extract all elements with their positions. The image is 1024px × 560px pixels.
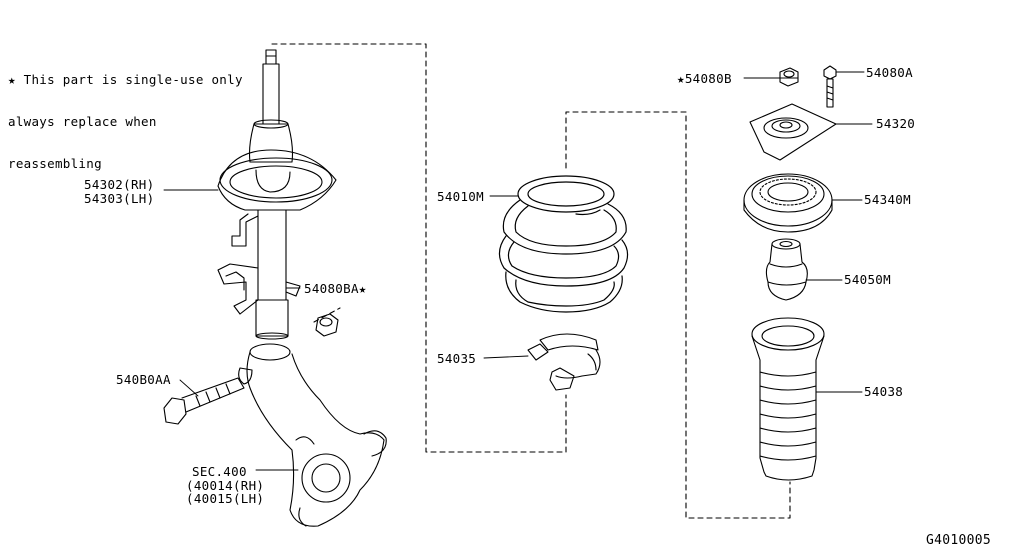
strut-nut xyxy=(315,313,339,337)
label-coil-spring: 54010M xyxy=(437,189,484,204)
lower-spring-seat xyxy=(527,333,601,391)
knuckle-bolt xyxy=(163,377,245,425)
label-knuckle-rh: (40014(RH) xyxy=(186,478,265,493)
label-strut-bearing: 54340M xyxy=(864,192,911,207)
label-bump-stopper: 54050M xyxy=(844,272,891,287)
coil-spring xyxy=(498,175,629,313)
dust-boot xyxy=(751,317,825,481)
label-knuckle-lh: (40015(LH) xyxy=(186,491,265,506)
note-line-3: reassembling xyxy=(8,156,102,171)
strut-assembly xyxy=(217,49,337,340)
label-strut-nut: 54080BA★ xyxy=(304,281,367,296)
label-knuckle-bolt: 540B0AA xyxy=(116,372,171,387)
note-line-2: always replace when xyxy=(8,114,157,129)
label-lower-seat: 54035 xyxy=(437,351,477,366)
upper-mount-plate xyxy=(749,103,837,161)
leader-lines xyxy=(163,71,873,471)
group-dashed-lines xyxy=(271,43,791,519)
mount-nut xyxy=(779,67,799,87)
single-use-note: ★ This part is single-use only always re… xyxy=(8,45,243,185)
label-mount-nut: ★54080B xyxy=(677,71,732,86)
label-mount-bolt: 54080A xyxy=(866,65,913,80)
label-knuckle-section: SEC.400 xyxy=(192,464,247,479)
bump-stopper xyxy=(765,238,808,301)
label-upper-mount: 54320 xyxy=(876,116,916,131)
drawing-code: G4010005 xyxy=(926,533,992,548)
label-strut-rh: 54302(RH) xyxy=(84,177,155,192)
label-strut-lh: 54303(LH) xyxy=(84,191,155,206)
steering-knuckle xyxy=(238,343,387,527)
mount-bolt xyxy=(823,65,837,108)
label-dust-boot: 54038 xyxy=(864,384,904,399)
note-line-1: ★ This part is single-use only xyxy=(8,72,243,87)
strut-bearing xyxy=(743,173,833,233)
